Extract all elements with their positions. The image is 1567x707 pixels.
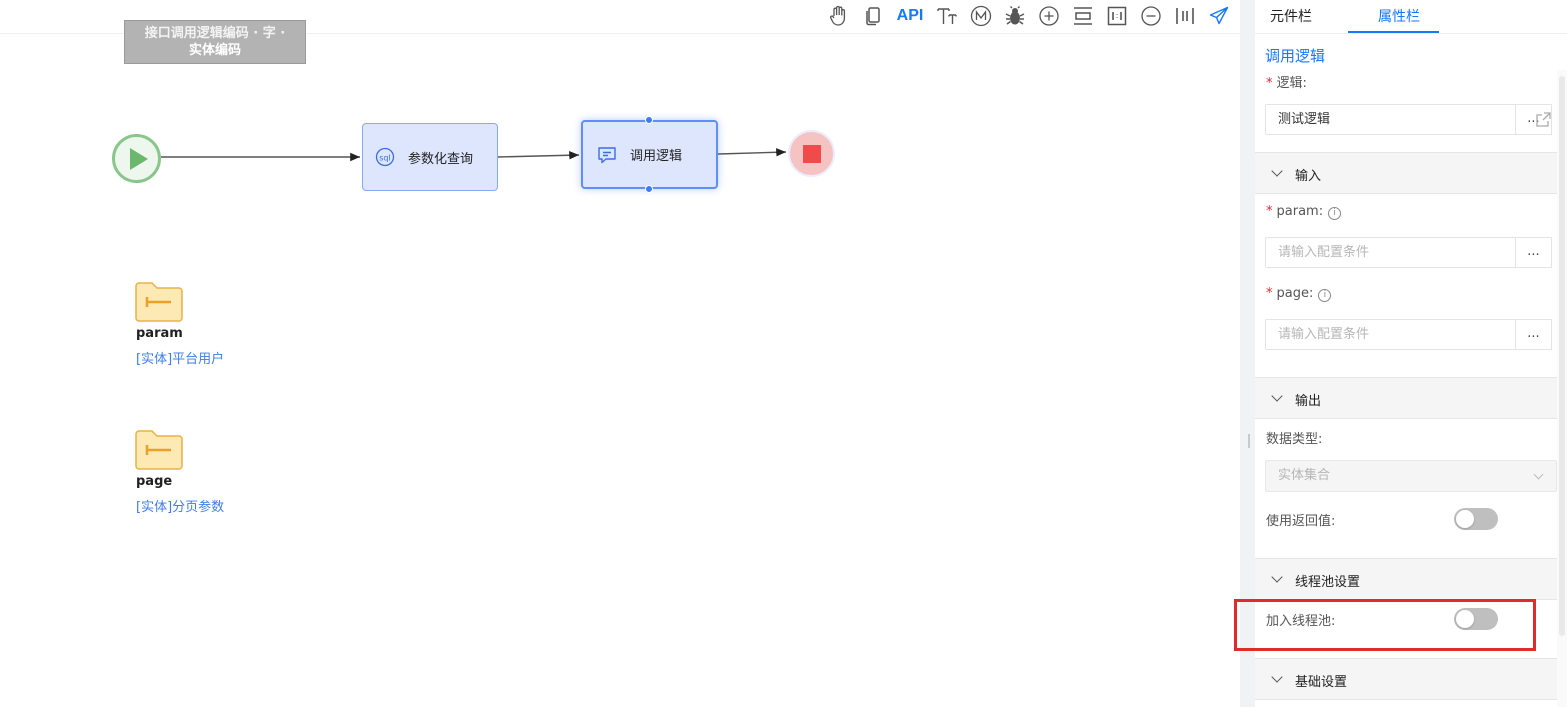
data-type-select[interactable]: 实体集合 [1265, 460, 1557, 492]
bug-icon[interactable] [998, 1, 1032, 31]
basic-section-header[interactable]: 基础设置 [1255, 658, 1567, 700]
basic-section-title: 基础设置 [1295, 675, 1348, 690]
call-logic-task-label: 调用逻辑 [630, 149, 683, 164]
panel-tabs: 元件栏 属性栏 [1255, 0, 1567, 34]
param-field-label: *param: i [1266, 204, 1342, 220]
query-icon: sql [375, 147, 395, 167]
play-icon [130, 147, 148, 170]
data-type-value: 实体集合 [1278, 468, 1331, 483]
external-link-icon[interactable] [1535, 112, 1551, 128]
call-logic-task-node[interactable]: 调用逻辑 [581, 120, 718, 189]
zoom-out-icon[interactable] [1134, 1, 1168, 31]
query-task-node[interactable]: sql 参数化查询 [362, 123, 498, 191]
zoom-in-icon[interactable] [1032, 1, 1066, 31]
data-type-label: 数据类型: [1266, 432, 1323, 447]
panel-title: 调用逻辑 [1265, 47, 1326, 65]
tab-components[interactable]: 元件栏 [1270, 9, 1312, 25]
toggle-knob [1456, 610, 1474, 628]
api-button[interactable]: API [896, 7, 924, 24]
toggle-knob [1456, 510, 1474, 528]
thread-pool-section-header[interactable]: 线程池设置 [1255, 558, 1567, 600]
join-thread-pool-toggle[interactable] [1454, 608, 1498, 630]
chevron-down-icon [1271, 571, 1283, 583]
page-field-label: *page: i [1266, 286, 1332, 302]
copy-icon[interactable] [856, 1, 890, 31]
page-picker-button[interactable]: ... [1516, 319, 1552, 350]
panel-scroll-area[interactable]: *逻辑: 测试逻辑 ... 输入 *param:i 请输入配置条件 ... *p… [1255, 70, 1567, 707]
start-node[interactable] [112, 134, 161, 183]
input-section-title: 输入 [1295, 169, 1322, 184]
chevron-down-icon [1533, 469, 1544, 480]
grey-comment-node[interactable]: 接口调用逻辑编码 · 字 · 实体编码 [124, 20, 306, 64]
chevron-down-icon [1271, 165, 1283, 177]
param-picker-button[interactable]: ... [1516, 237, 1552, 268]
output-section-title: 输出 [1295, 394, 1322, 409]
logic-input[interactable]: 测试逻辑 [1265, 104, 1516, 135]
use-return-label: 使用返回值: [1266, 514, 1336, 529]
node-top-handle[interactable] [645, 116, 653, 124]
m-circle-icon[interactable] [964, 1, 998, 31]
hand-icon[interactable] [822, 1, 856, 31]
variable-name: page [136, 474, 173, 489]
chevron-down-icon [1271, 390, 1283, 402]
panel-resize-divider[interactable] [1240, 0, 1255, 707]
send-icon[interactable] [1202, 1, 1236, 31]
canvas-toolbar: API [822, 0, 1240, 32]
align-icon[interactable] [1066, 1, 1100, 31]
page-condition-input[interactable]: 请输入配置条件 [1265, 319, 1516, 350]
grey-note-line1: 接口调用逻辑编码 · 字 · [144, 26, 286, 41]
required-mark: * [1266, 286, 1273, 301]
use-return-toggle[interactable] [1454, 508, 1498, 530]
flow-canvas[interactable]: API [0, 0, 1240, 707]
message-icon [597, 145, 617, 165]
actual-size-icon[interactable] [1100, 1, 1134, 31]
stop-icon [802, 144, 821, 163]
chevron-down-icon [1271, 671, 1283, 683]
input-section-header[interactable]: 输入 [1255, 152, 1567, 194]
distribute-icon[interactable] [1168, 1, 1202, 31]
edge-query-call [497, 151, 580, 160]
svg-text:sql: sql [379, 154, 390, 163]
edge-call-end [717, 148, 787, 157]
folder-icon[interactable] [135, 430, 183, 470]
param-condition-input[interactable]: 请输入配置条件 [1265, 237, 1516, 268]
info-icon[interactable]: i [1318, 289, 1332, 302]
variable-type: [实体]分页参数 [136, 500, 225, 515]
param-label-text: param: [1276, 204, 1324, 219]
text-size-icon[interactable] [930, 1, 964, 31]
query-task-label: 参数化查询 [408, 151, 474, 167]
panel-scrollbar-thumb[interactable] [1559, 76, 1565, 636]
info-icon[interactable]: i [1328, 207, 1342, 220]
variable-type: [实体]平台用户 [136, 352, 225, 367]
resize-grip-icon[interactable] [1248, 434, 1250, 448]
variable-name: param [136, 326, 183, 341]
node-bottom-handle[interactable] [645, 185, 653, 193]
thread-pool-section-title: 线程池设置 [1295, 575, 1361, 590]
logic-field-label: *逻辑: [1266, 72, 1307, 91]
page-label-text: page: [1276, 286, 1314, 301]
active-tab-indicator [1348, 31, 1439, 33]
property-panel: 元件栏 属性栏 调用逻辑 *逻辑: 测试逻辑 ... 输入 *param:i 请… [1255, 0, 1567, 707]
grey-note-line2: 实体编码 [188, 43, 241, 58]
required-mark: * [1266, 76, 1273, 91]
required-mark: * [1266, 204, 1273, 219]
tab-properties[interactable]: 属性栏 [1378, 9, 1420, 25]
end-node[interactable] [788, 130, 835, 177]
join-thread-pool-label: 加入线程池: [1266, 614, 1336, 629]
canvas-top-divider [0, 33, 1240, 34]
folder-icon[interactable] [135, 282, 183, 322]
output-section-header[interactable]: 输出 [1255, 377, 1567, 419]
logic-label-text: 逻辑: [1276, 76, 1307, 91]
